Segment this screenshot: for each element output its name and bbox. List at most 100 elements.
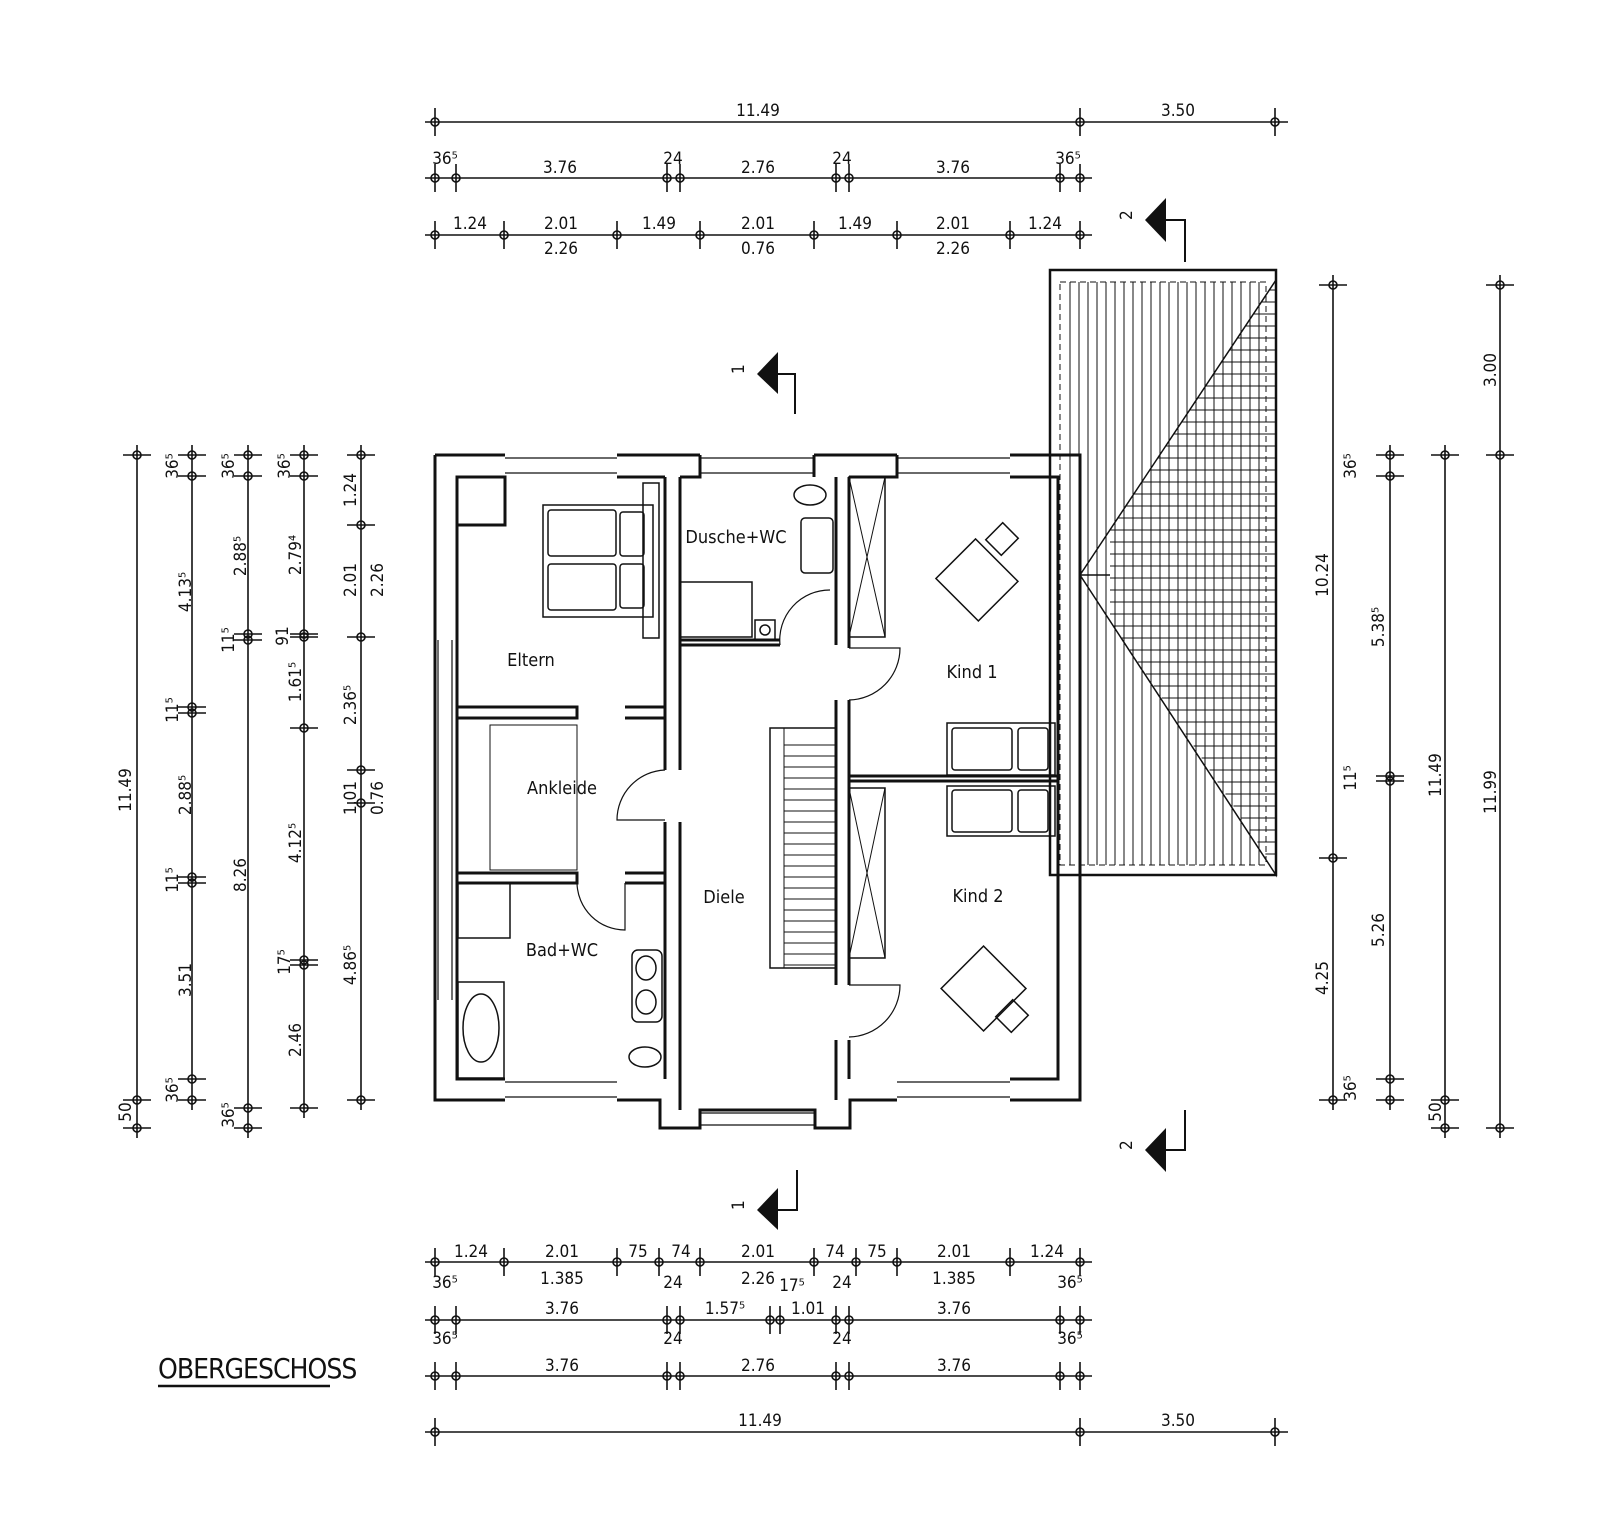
- dimension-label: 3.00: [1481, 353, 1501, 387]
- dimension-label: 17⁵: [779, 1276, 805, 1296]
- room-label-ankleide: Ankleide: [527, 778, 597, 799]
- svg-text:1: 1: [729, 1200, 749, 1210]
- dimension-label: 24: [663, 1329, 682, 1349]
- section-marker-2-bottom: 2: [1117, 1110, 1186, 1172]
- room-label-kind2: Kind 2: [952, 886, 1003, 907]
- dimension-label: 36⁵: [1341, 1075, 1361, 1101]
- dimension-label: 2.26: [741, 1269, 775, 1289]
- dimension-label: 1.01: [341, 781, 361, 815]
- dimension-label: 3.76: [937, 1356, 971, 1376]
- dimension-label: 8.26: [231, 858, 251, 892]
- dimension-label: 36⁵: [1341, 453, 1361, 479]
- dimension-label: 24: [832, 149, 851, 169]
- dimension-label: 36⁵: [1055, 149, 1081, 169]
- dimension-label: 3.76: [936, 158, 970, 178]
- dimension-label: 2.26: [368, 563, 388, 597]
- dimension-label: 36⁵: [163, 453, 183, 479]
- dimension-label: 2.26: [936, 239, 970, 259]
- dimension-label: 1.57⁵: [705, 1299, 745, 1319]
- room-label-eltern: Eltern: [507, 650, 555, 671]
- dimension-label: 2.76: [741, 1356, 775, 1376]
- dimension-label: 74: [825, 1242, 844, 1262]
- dimension-label: 11.99: [1481, 770, 1501, 814]
- dimension-label: 1.385: [540, 1269, 584, 1289]
- dimension-label: 4.25: [1313, 961, 1333, 995]
- dimension-label: 2.76: [741, 158, 775, 178]
- svg-text:2: 2: [1117, 210, 1137, 220]
- dimension-label: 50: [116, 1102, 136, 1121]
- furniture: [457, 482, 1056, 1079]
- dimension-label: 2.88⁵: [231, 536, 251, 576]
- dimension-label: 3.76: [937, 1299, 971, 1319]
- dimension-label: 91: [273, 626, 293, 645]
- dimension-label: 36⁵: [432, 1273, 458, 1293]
- dimension-label: 24: [832, 1273, 851, 1293]
- dimension-label: 1.24: [1030, 1242, 1064, 1262]
- dimension-label: 2.36⁵: [341, 685, 361, 725]
- dimension-label: 0.76: [368, 781, 388, 815]
- dimension-label: 2.79⁴: [286, 535, 306, 575]
- dimension-label: 4.12⁵: [286, 823, 306, 863]
- dimension-label: 50: [1426, 1102, 1446, 1121]
- dimension-label: 2.01: [741, 1242, 775, 1262]
- dimension-label: 11⁵: [219, 627, 239, 653]
- dimension-label: 1.24: [341, 473, 361, 507]
- dimension-label: 1.01: [791, 1299, 825, 1319]
- dimension-label: 11.49: [116, 768, 136, 812]
- dimension-label: 2.01: [936, 214, 970, 234]
- dimension-label: 10.24: [1313, 553, 1333, 597]
- dimension-label: 3.50: [1161, 1411, 1195, 1431]
- dimension-label: 2.26: [544, 239, 578, 259]
- dimension-label: 2.01: [545, 1242, 579, 1262]
- dimension-label: 75: [867, 1242, 886, 1262]
- dimension-label: 2.01: [741, 214, 775, 234]
- svg-text:2: 2: [1117, 1140, 1137, 1150]
- dimension-label: 3.50: [1161, 101, 1195, 121]
- dimension-label: 3.76: [545, 1299, 579, 1319]
- svg-text:1: 1: [729, 364, 749, 374]
- dimension-lines: [123, 108, 1514, 1446]
- dimension-label: 4.13⁵: [176, 572, 196, 612]
- dimension-label: 24: [663, 149, 682, 169]
- dimension-label: 11.49: [738, 1411, 782, 1431]
- section-marker-1-bottom: 1: [729, 1170, 798, 1230]
- room-label-dusche: Dusche+WC: [685, 527, 786, 548]
- dimension-label: 3.51: [176, 963, 196, 997]
- dimension-label: 1.61⁵: [286, 662, 306, 702]
- roof-terrace: [1048, 268, 1278, 878]
- dimension-label: 11.49: [736, 101, 780, 121]
- dimension-label: 36⁵: [432, 149, 458, 169]
- dimension-label: 0.76: [741, 239, 775, 259]
- dimension-label: 36⁵: [432, 1329, 458, 1349]
- dimension-label: 24: [832, 1329, 851, 1349]
- dimension-label: 36⁵: [1057, 1273, 1083, 1293]
- dimension-label: 36⁵: [163, 1077, 183, 1103]
- room-label-bad: Bad+WC: [526, 940, 598, 961]
- dimension-label: 17⁵: [275, 949, 295, 975]
- dimension-label: 2.88⁵: [176, 775, 196, 815]
- dimension-label: 11⁵: [163, 867, 183, 893]
- dimension-label: 36⁵: [219, 1102, 239, 1128]
- dimension-label: 2.01: [341, 563, 361, 597]
- dimension-label: 74: [671, 1242, 690, 1262]
- dimension-label: 11⁵: [1341, 765, 1361, 791]
- dimension-label: 1.385: [932, 1269, 976, 1289]
- dimension-label: 2.01: [937, 1242, 971, 1262]
- dimension-label: 5.38⁵: [1369, 607, 1389, 647]
- drawing-title: OBERGESCHOSS: [158, 1352, 356, 1385]
- dimension-label: 5.26: [1369, 913, 1389, 947]
- dimension-label: 75: [628, 1242, 647, 1262]
- section-marker-1-top: 1: [729, 352, 796, 414]
- dimension-label: 1.24: [1028, 214, 1062, 234]
- dimension-label: 36⁵: [1057, 1329, 1083, 1349]
- dimension-label: 1.49: [838, 214, 872, 234]
- dimension-label: 1.49: [642, 214, 676, 234]
- dimension-label: 36⁵: [275, 453, 295, 479]
- dimension-label: 3.76: [545, 1356, 579, 1376]
- room-label-kind1: Kind 1: [946, 662, 997, 683]
- section-marker-2-top: 2: [1117, 198, 1186, 262]
- dimension-label: 1.24: [453, 214, 487, 234]
- dimension-label: 2.46: [286, 1023, 306, 1057]
- dimension-label: 36⁵: [219, 453, 239, 479]
